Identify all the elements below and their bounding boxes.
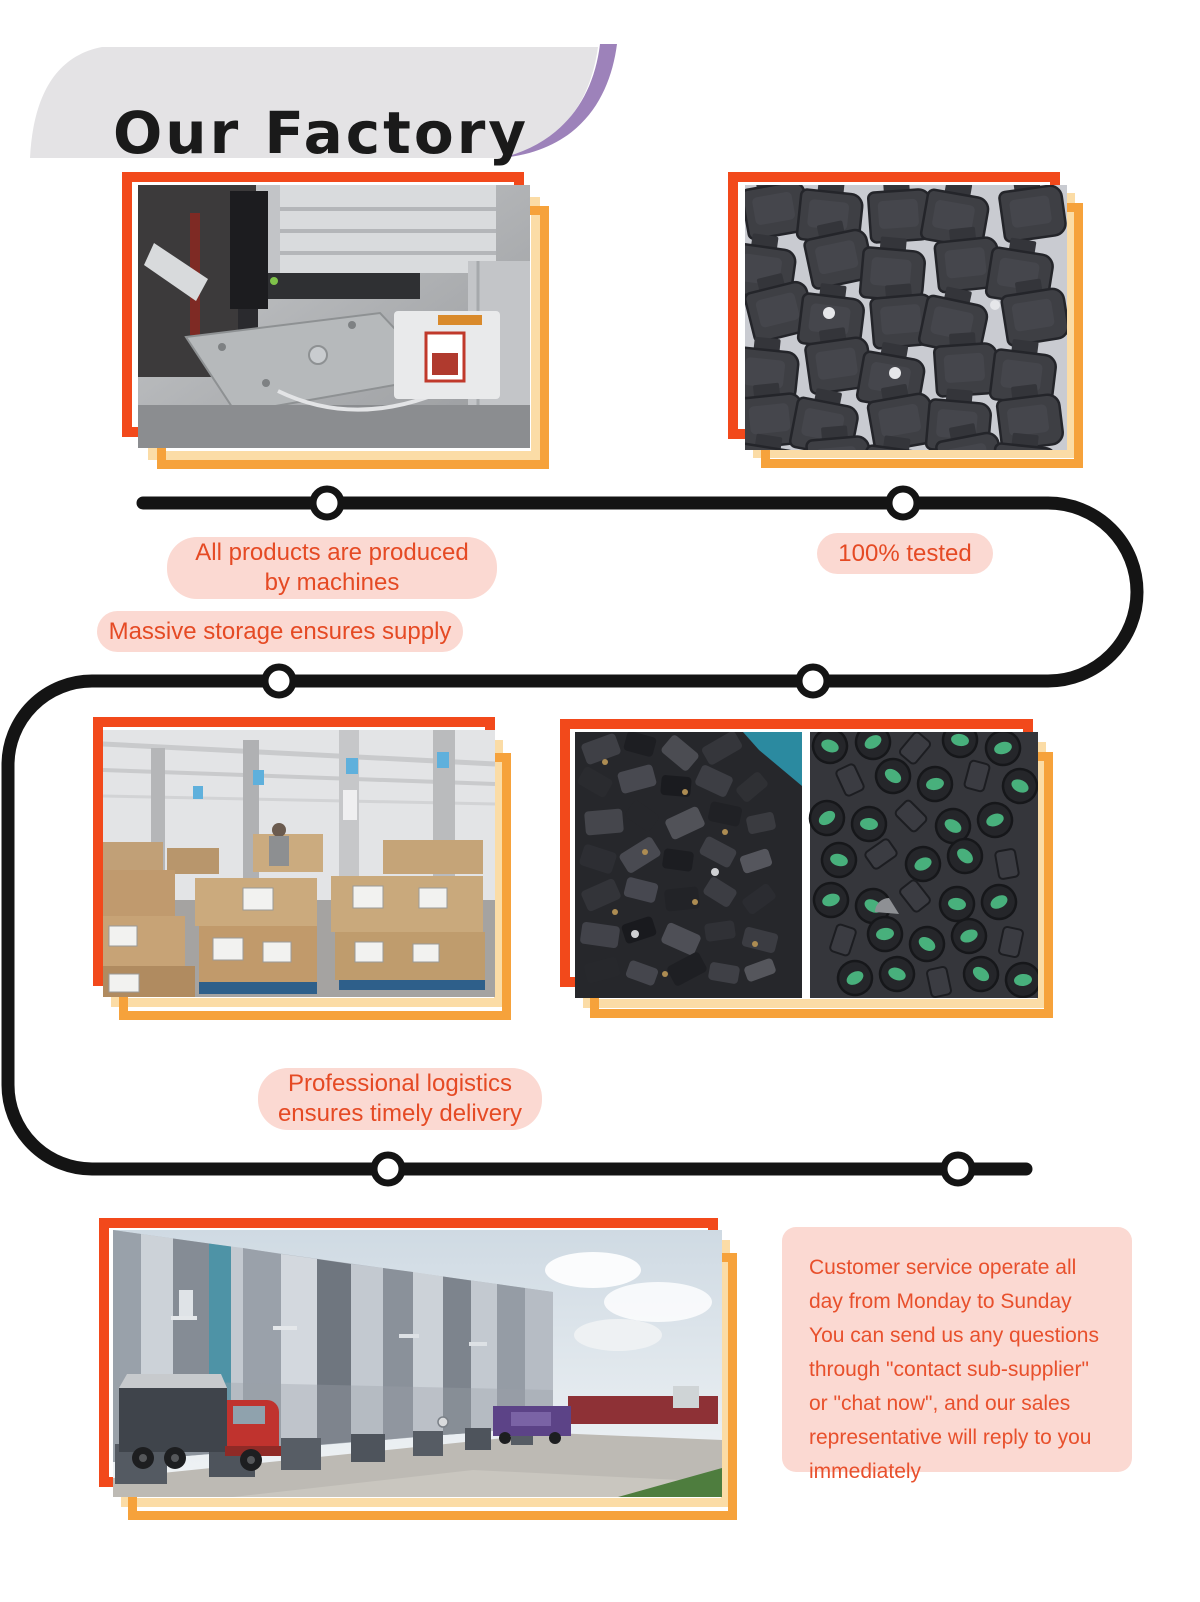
photo-production-machine <box>138 185 530 448</box>
process-node <box>795 663 831 699</box>
process-node <box>261 663 297 699</box>
stage-label-logistics: Professional logistics ensures timely de… <box>258 1068 542 1130</box>
photo-warehouse <box>103 730 495 997</box>
photo-group-sensor-housings <box>728 172 1088 477</box>
photo-sensor-housings <box>745 185 1067 450</box>
process-node <box>370 1151 406 1187</box>
stage-label-production-line1: All products are produced <box>195 539 469 566</box>
photo-group-factory-building <box>99 1218 744 1528</box>
process-node <box>885 485 921 521</box>
photo-tested-parts <box>575 732 1038 998</box>
process-node <box>940 1151 976 1187</box>
stage-label-logistics-line1: Professional logistics <box>287 1070 513 1097</box>
customer-service-note: Customer service operate all day from Mo… <box>782 1227 1132 1483</box>
photo-factory-building <box>113 1230 722 1497</box>
process-node <box>309 485 345 521</box>
stage-label-production-line2: by machines <box>264 569 400 596</box>
stage-label-storage: Massive storage ensures supply <box>97 611 463 652</box>
stage-label-production: All products are produced by machines <box>167 537 497 599</box>
stage-label-tested: 100% tested <box>817 533 993 574</box>
page-title: Our Factory <box>113 98 530 167</box>
stage-label-logistics-line2: ensures timely delivery <box>277 1100 523 1127</box>
photo-group-tested-parts <box>560 719 1060 1024</box>
photo-group-warehouse <box>93 717 518 1027</box>
photo-group-production-machine <box>122 172 552 472</box>
